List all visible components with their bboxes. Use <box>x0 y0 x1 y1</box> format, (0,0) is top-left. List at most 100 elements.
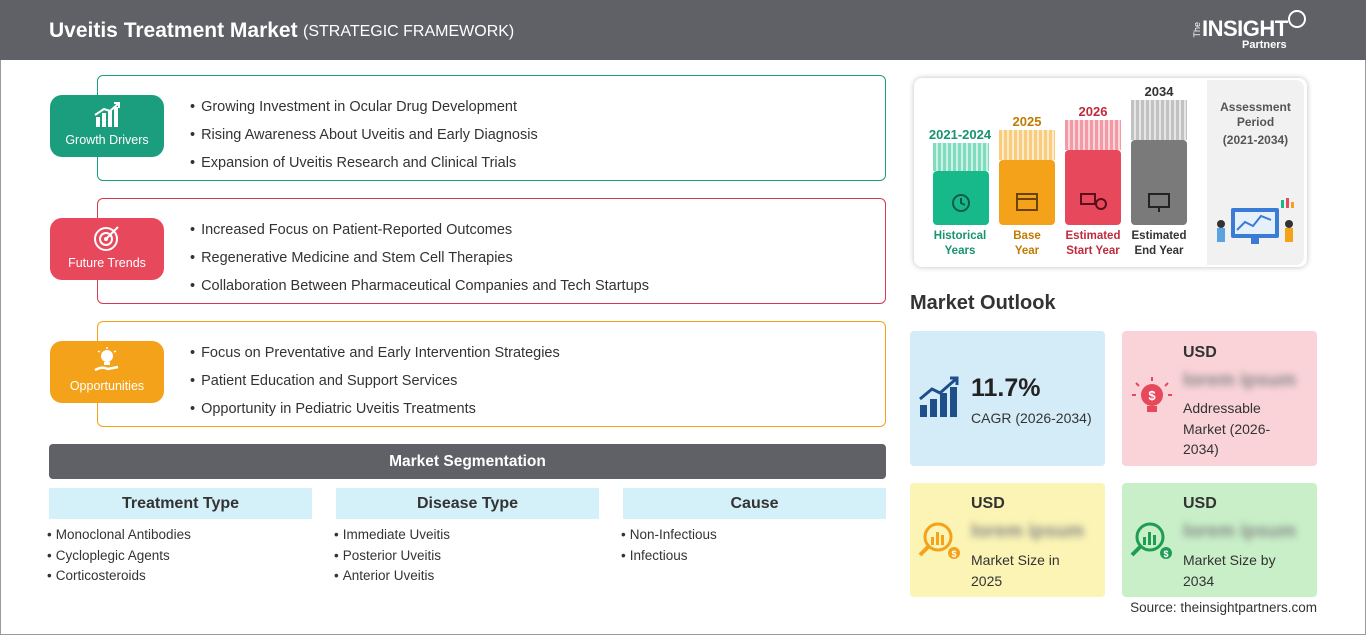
list-item: Posterior Uveitis <box>334 546 450 567</box>
size-2034-label-line2: 2034 <box>1183 572 1215 589</box>
segment-heading-cause: Cause <box>623 488 886 519</box>
logo-insight-text: INSIGHT <box>1202 16 1288 41</box>
size-2034-label-line1: Market Size by <box>1183 552 1276 568</box>
segment-heading-treatment-type: Treatment Type <box>49 488 312 519</box>
lightbulb-hand-icon <box>94 347 119 372</box>
future-trends-tab: Future Trends <box>50 218 164 280</box>
addressable-label-line3: 2034) <box>1183 441 1219 457</box>
source-credit: Source: theinsightpartners.com <box>1130 600 1317 615</box>
size-2025-label-line2: 2025 <box>971 572 1003 589</box>
size-2025-usd: USD <box>971 495 1005 512</box>
cagr-value: 11.7% <box>971 374 1041 402</box>
end-year-bar <box>1131 100 1187 225</box>
growth-drivers-box: Growing Investment in Ocular Drug Develo… <box>97 75 886 181</box>
list-item: Expansion of Uveitis Research and Clinic… <box>190 149 538 177</box>
size-2025-value: lorem ipsum <box>971 521 1084 542</box>
assessment-period-word: Period <box>1236 115 1275 129</box>
list-item: Cycloplegic Agents <box>47 546 191 567</box>
historical-label-line2: Years <box>944 245 976 257</box>
market-size-2025-card: $ USD lorem ipsum Market Size in 2025 <box>910 483 1105 597</box>
list-item: Corticosteroids <box>47 566 191 587</box>
timeline-year-base: 2025 <box>1012 114 1042 129</box>
market-size-2034-card: $ USD lorem ipsum Market Size by 2034 <box>1122 483 1317 597</box>
market-outlook-title: Market Outlook <box>910 292 1056 314</box>
growth-chart-icon <box>919 376 959 417</box>
list-item: Rising Awareness About Uveitis and Early… <box>190 121 538 149</box>
target-icon <box>94 226 119 251</box>
svg-text:$: $ <box>951 549 956 559</box>
list-item: Anterior Uveitis <box>334 566 450 587</box>
size-2034-label: Market Size by 2034 <box>1183 550 1276 591</box>
assessment-period-panel: Assessment Period (2021-2034) <box>1207 80 1304 265</box>
market-segmentation-title: Market Segmentation <box>49 444 886 479</box>
size-2034-value: lorem ipsum <box>1183 521 1296 542</box>
bar-growth-icon <box>94 102 120 127</box>
start-year-bar <box>1065 120 1121 225</box>
list-item: Regenerative Medicine and Stem Cell Ther… <box>190 244 649 272</box>
timeline-year-start: 2026 <box>1078 104 1108 119</box>
insight-partners-logo: The INSIGHT Partners <box>1192 10 1312 54</box>
idea-dollar-icon: $ <box>1132 377 1172 412</box>
addressable-value: lorem ipsum <box>1183 370 1296 391</box>
list-item: Patient Education and Support Services <box>190 367 560 395</box>
cagr-label: CAGR (2026-2034) <box>971 410 1092 426</box>
magnifier-dollar-icon: $ <box>918 522 960 559</box>
base-year-bar <box>999 130 1055 225</box>
growth-drivers-list: Growing Investment in Ocular Drug Develo… <box>190 93 538 177</box>
opportunities-label: Opportunities <box>69 379 145 393</box>
growth-drivers-tab: Growth Drivers <box>50 95 164 157</box>
disease-type-list: Immediate Uveitis Posterior Uveitis Ante… <box>334 525 450 587</box>
svg-text:$: $ <box>1163 549 1168 559</box>
list-item: Immediate Uveitis <box>334 525 450 546</box>
timeline-year-end: 2034 <box>1144 84 1174 99</box>
logo-the-text: The <box>1192 22 1202 38</box>
analytics-people-icon <box>1217 198 1294 244</box>
page-subtitle: (STRATEGIC FRAMEWORK) <box>303 23 515 40</box>
start-year-label-line2: Start Year <box>1066 245 1120 257</box>
list-item: Infectious <box>621 546 717 567</box>
size-2034-usd: USD <box>1183 495 1217 512</box>
assessment-range: (2021-2034) <box>1222 133 1289 147</box>
future-trends-label: Future Trends <box>68 256 146 270</box>
size-2025-label-line1: Market Size in <box>971 552 1060 568</box>
future-trends-box: Increased Focus on Patient-Reported Outc… <box>97 198 886 304</box>
treatment-type-list: Monoclonal Antibodies Cycloplegic Agents… <box>47 525 191 587</box>
size-2025-label: Market Size in 2025 <box>971 550 1060 591</box>
list-item: Focus on Preventative and Early Interven… <box>190 339 560 367</box>
opportunities-box: Focus on Preventative and Early Interven… <box>97 321 886 427</box>
logo-partners-text: Partners <box>1242 39 1287 51</box>
addressable-usd: USD <box>1183 344 1217 361</box>
list-item: Collaboration Between Pharmaceutical Com… <box>190 272 649 300</box>
addressable-label-line2: Market (2026- <box>1183 420 1271 437</box>
list-item: Monoclonal Antibodies <box>47 525 191 546</box>
list-item: Non-Infectious <box>621 525 717 546</box>
list-item: Opportunity in Pediatric Uveitis Treatme… <box>190 395 560 423</box>
logo-circle-icon <box>1288 10 1306 28</box>
opportunities-tab: Opportunities <box>50 341 164 403</box>
list-item: Growing Investment in Ocular Drug Develo… <box>190 93 538 121</box>
historical-label-line1: Historical <box>933 230 987 242</box>
segment-heading-disease-type: Disease Type <box>336 488 599 519</box>
end-year-label-line2: End Year <box>1134 245 1184 257</box>
cause-list: Non-Infectious Infectious <box>621 525 717 566</box>
start-year-label-line1: Estimated <box>1065 230 1121 242</box>
page-title: Uveitis Treatment Market <box>49 19 298 42</box>
addressable-label-line1: Addressable <box>1183 400 1261 416</box>
cagr-card: 11.7% CAGR (2026-2034) <box>910 331 1105 466</box>
timeline-year-historical: 2021-2024 <box>928 127 992 142</box>
svg-text:$: $ <box>1148 388 1156 403</box>
assessment-title: Assessment <box>1220 100 1291 114</box>
base-year-label-line2: Year <box>1014 245 1040 257</box>
end-year-label-line1: Estimated <box>1131 230 1187 242</box>
opportunities-list: Focus on Preventative and Early Interven… <box>190 339 560 423</box>
future-trends-list: Increased Focus on Patient-Reported Outc… <box>190 216 649 300</box>
list-item: Increased Focus on Patient-Reported Outc… <box>190 216 649 244</box>
header-bar: Uveitis Treatment Market (STRATEGIC FRAM… <box>0 0 1366 60</box>
magnifier-dollar-icon: $ <box>1130 522 1172 559</box>
